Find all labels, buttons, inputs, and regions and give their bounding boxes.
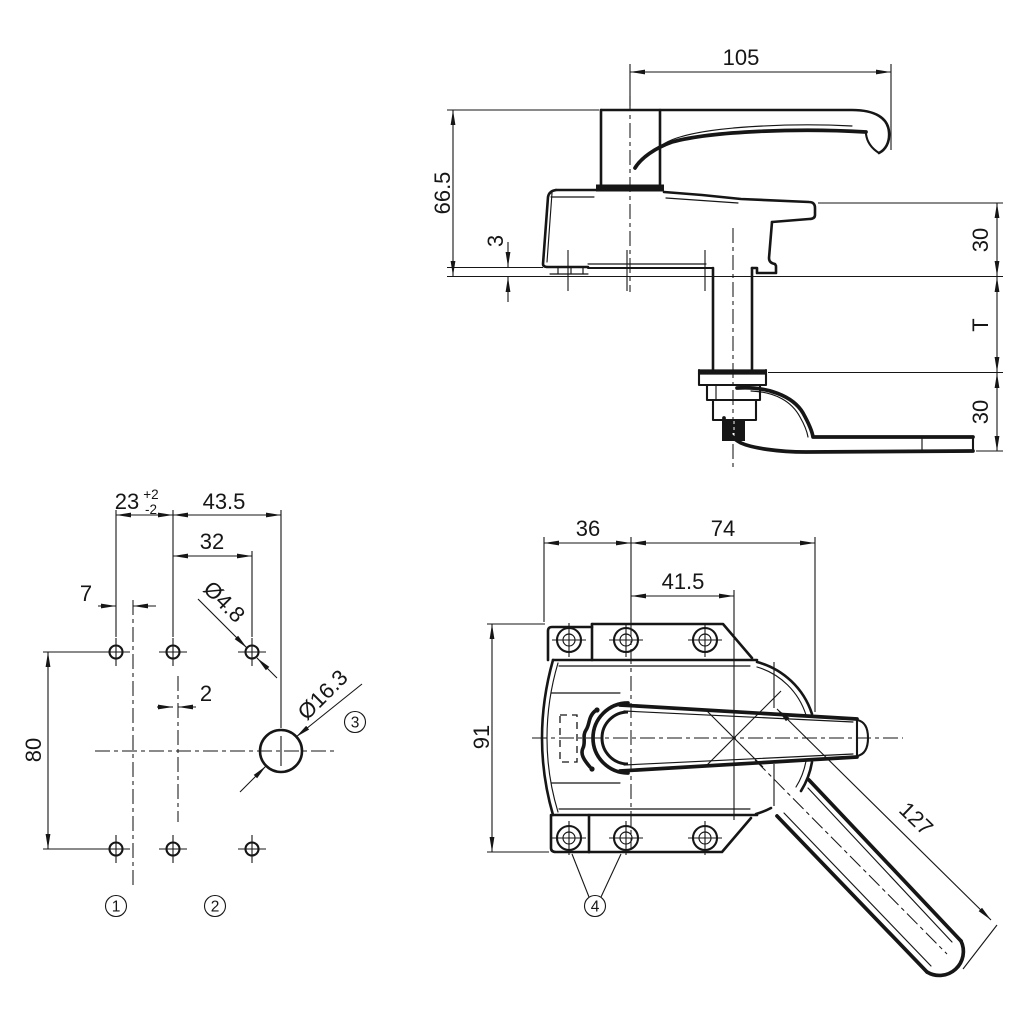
- dim-dia-16-3: Ø16.3: [239, 665, 363, 793]
- dim-text-30-bottom: 30: [968, 400, 993, 424]
- hole: [102, 835, 130, 863]
- dim-127: 127: [773, 662, 998, 970]
- svg-text:1: 1: [112, 899, 121, 916]
- dim-text-127: 127: [894, 797, 938, 840]
- dim-text-3: 3: [483, 235, 508, 247]
- dim-text-dia-4-8: Ø4.8: [199, 576, 250, 627]
- dim-text-105: 105: [723, 45, 760, 70]
- dim-80: 80: [21, 652, 51, 849]
- hole: [102, 638, 130, 666]
- svg-text:2: 2: [211, 899, 220, 916]
- callout-3: 3: [343, 710, 367, 734]
- spindle-assembly: [697, 266, 768, 441]
- callout-4: 4: [571, 853, 622, 918]
- screw-hole: [609, 821, 643, 855]
- square-hole-hidden: [559, 714, 578, 763]
- screw-hole: [688, 821, 722, 855]
- dim-text-43-5: 43.5: [203, 489, 246, 514]
- dim-text-36: 36: [576, 516, 600, 541]
- dim-105: 105: [629, 45, 892, 150]
- dim-text-T: T: [968, 318, 993, 331]
- screw-hole: [552, 821, 586, 855]
- dim-text-23: 23: [115, 489, 139, 514]
- dim-43-5: 43.5: [173, 489, 281, 518]
- callout-2: 2: [203, 894, 227, 918]
- dim-32: 32: [173, 529, 252, 559]
- dim-66-5: 66.5: [430, 109, 599, 276]
- dim-text-74: 74: [711, 516, 735, 541]
- screw-hole: [688, 623, 722, 657]
- side-view: 105 66.5 3 30 T 30: [430, 45, 1003, 468]
- svg-text:3: 3: [351, 715, 360, 732]
- dim-41-5: 41.5: [631, 569, 734, 599]
- svg-text:4: 4: [591, 899, 600, 916]
- dim-text-32: 32: [200, 529, 224, 554]
- callout-1: 1: [104, 894, 128, 918]
- screw-holes-plan: [552, 623, 722, 855]
- detent-marking: [580, 709, 597, 769]
- screw-hole: [609, 623, 643, 657]
- screw-hole: [552, 623, 586, 657]
- dim-text-2: 2: [200, 681, 212, 706]
- hole: [159, 638, 187, 666]
- dim-text-66-5: 66.5: [430, 172, 455, 215]
- handle-lever-rotated: [754, 759, 966, 978]
- hole-pattern-view: 23 +2 -2 43.5 32 7 2 80: [21, 487, 367, 918]
- dim-23: 23 +2 -2: [115, 487, 173, 518]
- dim-36-74: 36 74: [543, 516, 816, 712]
- dome-arc: [755, 660, 814, 716]
- dim-text-7: 7: [80, 581, 92, 606]
- hole: [159, 835, 187, 863]
- dim-stack-right: 30 T 30: [968, 203, 1000, 451]
- dim-tol-minus: -2: [145, 502, 157, 517]
- dim-7: 7: [80, 581, 156, 609]
- dim-91: 91: [469, 623, 549, 853]
- dim-text-91: 91: [469, 725, 494, 749]
- hole: [238, 835, 266, 863]
- dim-2: 2: [157, 681, 212, 710]
- plan-view: 36 74 41.5 91 127 4: [469, 516, 998, 978]
- dim-tol-plus: +2: [143, 487, 158, 502]
- dim-dia-4-8: Ø4.8: [197, 576, 278, 679]
- handle-lever-side: [596, 108, 891, 192]
- cam-lever-side: [722, 385, 975, 454]
- mounting-holes: [102, 638, 266, 863]
- dim-text-80: 80: [21, 738, 46, 762]
- pivot-cross: [704, 690, 782, 768]
- dim-3: 3: [447, 235, 543, 302]
- dim-text-30-top: 30: [968, 228, 993, 252]
- latch-body-side: [541, 188, 817, 275]
- hole: [238, 638, 266, 666]
- dim-text-41-5: 41.5: [662, 569, 705, 594]
